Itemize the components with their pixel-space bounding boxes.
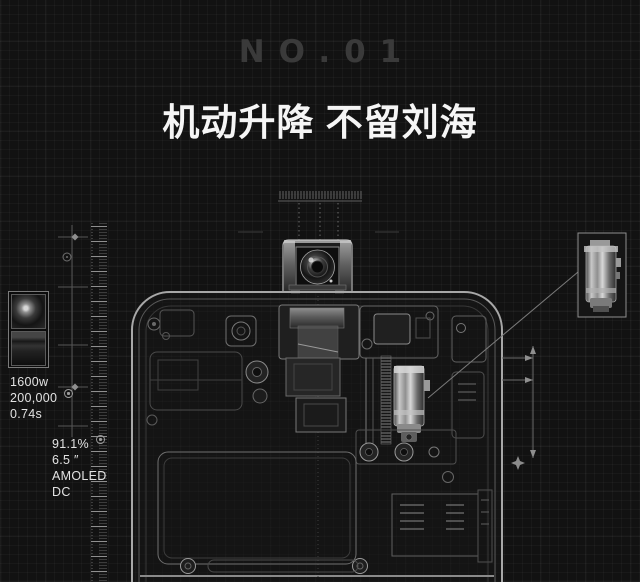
top-ruler bbox=[238, 190, 399, 240]
lens-photo bbox=[11, 294, 46, 329]
gear-marker-icon bbox=[62, 252, 72, 262]
left-ruler bbox=[91, 222, 107, 582]
mechanism-photo bbox=[11, 331, 46, 366]
display-specs: 91.1% 6.5 ″ AMOLED DC bbox=[52, 433, 107, 500]
dial-icon bbox=[63, 387, 75, 400]
left-dimension-lines bbox=[58, 225, 88, 437]
dial-icon bbox=[94, 433, 107, 446]
display-spec-ratio: 91.1% bbox=[52, 437, 89, 451]
phone-outline bbox=[131, 291, 503, 582]
leader-line bbox=[427, 271, 579, 399]
crosshair-icon bbox=[511, 456, 525, 470]
display-spec-panel: AMOLED bbox=[52, 469, 107, 483]
camera-specs: 1600w 200,000 0.74s bbox=[10, 374, 75, 422]
display-spec-dimming: DC bbox=[52, 485, 71, 499]
stepper-motor bbox=[393, 365, 430, 442]
camera-detail-inset bbox=[8, 291, 49, 368]
camera-spec-resolution: 1600w bbox=[10, 375, 49, 389]
headline-title: 机动升降 不留刘海 bbox=[162, 102, 478, 143]
motor-detail-inset bbox=[577, 232, 627, 318]
right-dimension-lines bbox=[502, 346, 536, 458]
popup-camera-module bbox=[282, 239, 353, 294]
camera-spec-speed: 0.74s bbox=[10, 407, 43, 421]
display-spec-size: 6.5 ″ bbox=[52, 453, 79, 467]
camera-spec-cycles: 200,000 bbox=[10, 391, 58, 405]
phone-internals bbox=[146, 296, 493, 580]
dimension-marker-icon bbox=[71, 233, 79, 241]
dimension-marker-icon bbox=[71, 383, 79, 391]
series-number-label: NO.01 bbox=[238, 34, 416, 70]
